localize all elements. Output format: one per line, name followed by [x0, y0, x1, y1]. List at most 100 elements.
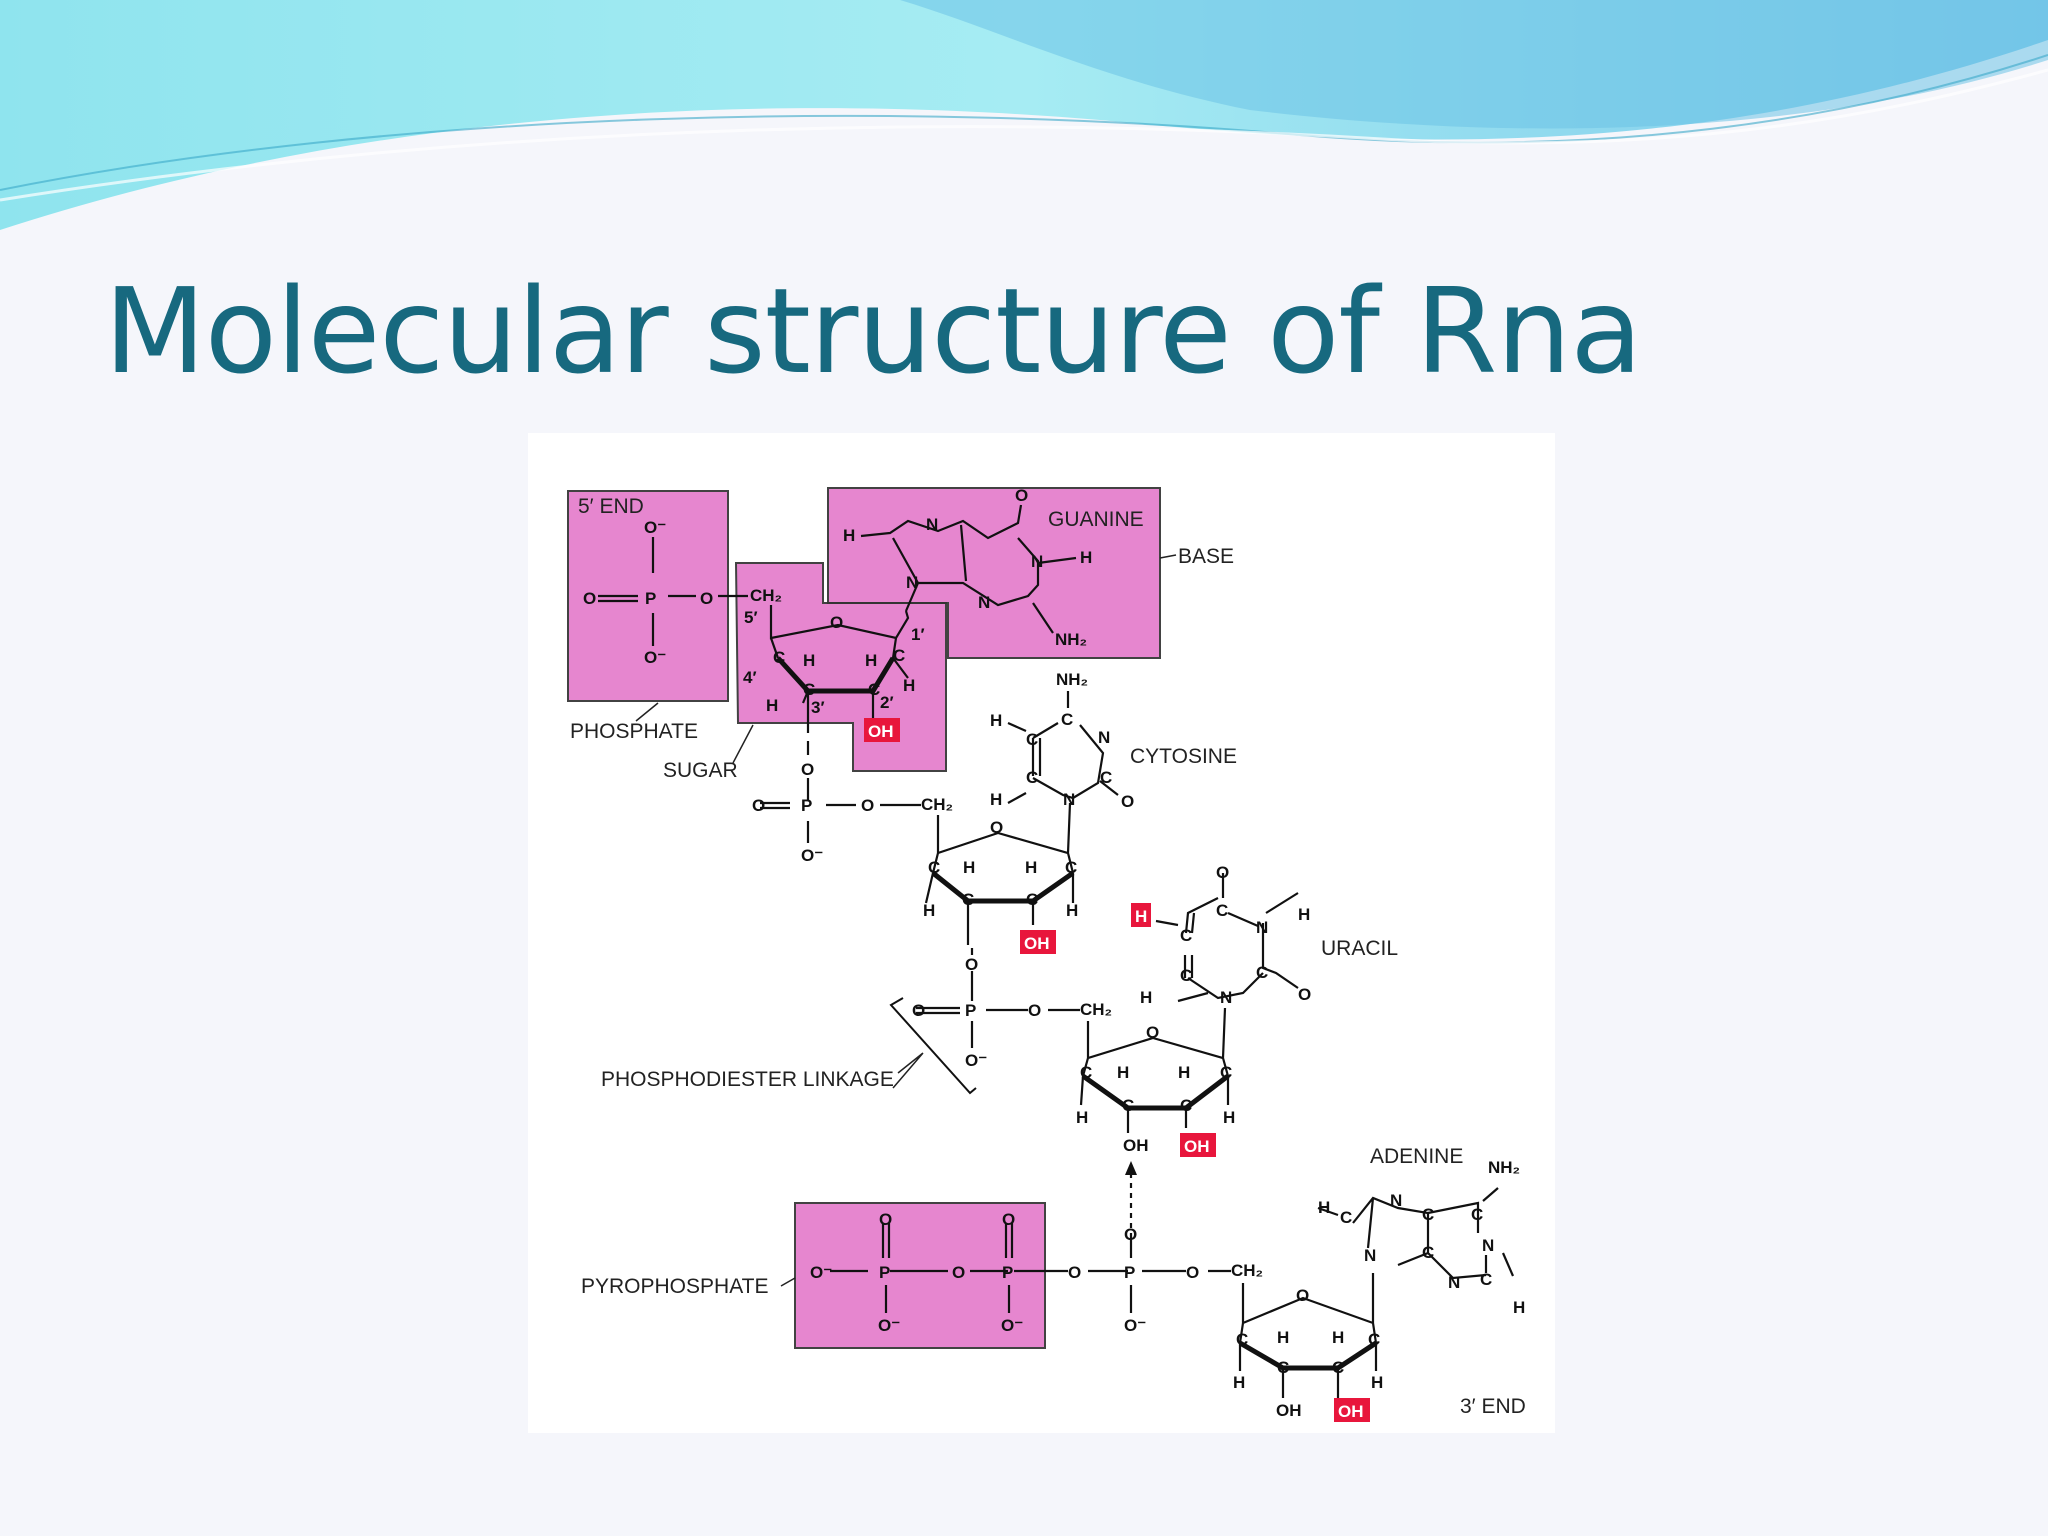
- atom: H: [766, 696, 778, 715]
- atom: C: [893, 646, 905, 665]
- atom: C: [1220, 1063, 1232, 1082]
- atom: CH₂: [1231, 1261, 1263, 1280]
- atom: P: [1002, 1263, 1013, 1282]
- slide-title: Molecular structure of Rna: [104, 262, 1642, 400]
- atom: C: [1277, 1358, 1289, 1377]
- rna-structure-diagram: 5′ END GUANINE BASE PHOSPHATE SUGAR CYTO…: [528, 433, 1555, 1433]
- atom: O: [1068, 1263, 1081, 1282]
- atom: H: [1318, 1198, 1330, 1217]
- atom: CH₂: [750, 586, 782, 605]
- atom: OH: [1184, 1137, 1210, 1156]
- atom: H: [1178, 1063, 1190, 1082]
- atom: H: [1135, 907, 1147, 926]
- atom: P: [1124, 1263, 1135, 1282]
- atom: H: [1332, 1328, 1344, 1347]
- atom: H: [1066, 901, 1078, 920]
- atom: H: [990, 711, 1002, 730]
- atom: H: [963, 858, 975, 877]
- three-end-label: 3′ END: [1460, 1395, 1526, 1418]
- atom: N: [926, 515, 938, 534]
- atom: OH: [1276, 1401, 1302, 1420]
- atom: O: [1216, 863, 1229, 882]
- atom: C: [1080, 1063, 1092, 1082]
- atom: N: [1220, 988, 1232, 1007]
- atom: C: [1422, 1243, 1434, 1262]
- atom: C: [1256, 963, 1268, 982]
- atom: O: [1121, 792, 1134, 811]
- atom: H: [923, 901, 935, 920]
- sugar-numbering: 2′: [880, 693, 894, 712]
- sugar-numbering: 3′: [811, 698, 825, 717]
- atom: N: [906, 573, 918, 592]
- atom: C: [803, 680, 815, 699]
- atom: O: [879, 1210, 892, 1229]
- atom: C: [1180, 926, 1192, 945]
- atom: H: [1233, 1373, 1245, 1392]
- atom: N: [1063, 790, 1075, 809]
- atom: P: [801, 796, 812, 815]
- pyrophosphate-highlight-box: [794, 1202, 1046, 1349]
- phosphodiester-linkage-label: PHOSPHODIESTER LINKAGE: [601, 1068, 894, 1091]
- atom: N: [1390, 1191, 1402, 1210]
- atom: C: [868, 680, 880, 699]
- atom: O: [965, 955, 978, 974]
- atom: N: [1031, 552, 1043, 571]
- five-end-label: 5′ END: [578, 495, 644, 518]
- atom: H: [1298, 905, 1310, 924]
- atom: P: [965, 1001, 976, 1020]
- atom: C: [1332, 1358, 1344, 1377]
- atom: H: [903, 676, 915, 695]
- atom: N: [1448, 1273, 1460, 1292]
- atom: NH₂: [1488, 1158, 1520, 1177]
- atom: C: [1340, 1208, 1352, 1227]
- atom: O: [1146, 1023, 1159, 1042]
- atom: OH: [1123, 1136, 1149, 1155]
- atom: H: [1025, 858, 1037, 877]
- cytosine-label: CYTOSINE: [1130, 745, 1237, 768]
- atom: O⁻: [644, 648, 666, 667]
- phosphate-highlight-box: [567, 490, 729, 702]
- atom: C: [1026, 890, 1038, 909]
- atom: O: [583, 589, 596, 608]
- atom: O: [1296, 1286, 1309, 1305]
- atom: C: [1061, 710, 1073, 729]
- atom: O⁻: [644, 518, 666, 537]
- atom: H: [1513, 1298, 1525, 1317]
- atom: H: [843, 526, 855, 545]
- atom: N: [1364, 1246, 1376, 1265]
- atom: H: [865, 651, 877, 670]
- atom: O⁻: [1124, 1316, 1146, 1335]
- atom: O⁻: [801, 846, 823, 865]
- atom: H: [990, 790, 1002, 809]
- atom: C: [1180, 966, 1192, 985]
- uracil-label: URACIL: [1321, 937, 1398, 960]
- atom: O⁻: [1001, 1316, 1023, 1335]
- atom: O: [1028, 1001, 1041, 1020]
- atom: O⁻: [965, 1051, 987, 1070]
- sugar-label: SUGAR: [663, 759, 738, 782]
- atom: O: [1015, 486, 1028, 505]
- atom: O⁻: [878, 1316, 900, 1335]
- atom: O: [912, 1001, 925, 1020]
- atom: O: [990, 818, 1003, 837]
- atom: OH: [1338, 1402, 1364, 1421]
- atom: CH₂: [921, 795, 953, 814]
- atom: H: [1371, 1373, 1383, 1392]
- sugar-numbering: 1′: [911, 625, 925, 644]
- atom: H: [1223, 1108, 1235, 1127]
- atom: OH: [1024, 934, 1050, 953]
- phosphate-label: PHOSPHATE: [570, 720, 698, 743]
- guanine-label: GUANINE: [1048, 508, 1144, 531]
- atom: NH₂: [1056, 670, 1088, 689]
- guanine-highlight-box: [827, 487, 1161, 659]
- atom: C: [962, 890, 974, 909]
- atom: O: [1002, 1210, 1015, 1229]
- atom: C: [1422, 1205, 1434, 1224]
- atom: P: [879, 1263, 890, 1282]
- atom: CH₂: [1080, 1000, 1112, 1019]
- atom: N: [1256, 918, 1268, 937]
- adenine-label: ADENINE: [1370, 1145, 1463, 1168]
- atom: O: [830, 613, 843, 632]
- atom: O: [801, 760, 814, 779]
